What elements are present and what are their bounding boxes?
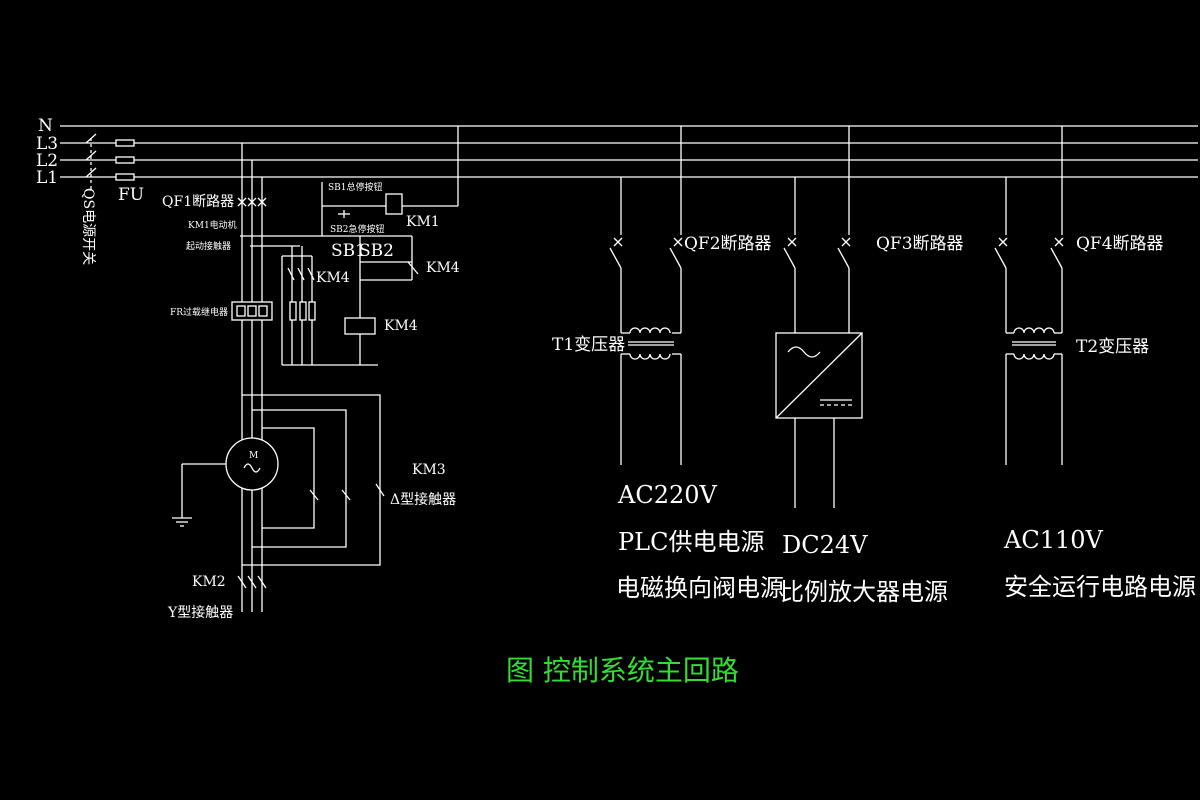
fr-overload-relay-symbol: [231, 301, 316, 321]
qf2-label: QF2断路器: [684, 234, 772, 254]
start-contactor-label: 起动接触器: [186, 240, 231, 252]
label-l1: L1: [36, 168, 58, 188]
safety-circuit-supply-label: 安全运行电路电源: [1004, 573, 1196, 601]
t2-label: T2变压器: [1076, 337, 1149, 357]
wye-contactor-label: Y型接触器: [167, 604, 233, 621]
delta-star-wiring: [242, 394, 385, 566]
fu-fuse-symbols: [115, 139, 135, 181]
bus-lines: [60, 125, 1198, 178]
label-l3: L3: [36, 134, 58, 154]
label-l2: L2: [36, 151, 58, 171]
km4-contact-label: KM4: [316, 270, 350, 286]
sb2-stop-label: SB2急停按钮: [330, 223, 385, 235]
qf4-t2-branch: [994, 126, 1064, 465]
qf1-label: QF1断路器: [162, 194, 234, 210]
qf3-label: QF3断路器: [876, 234, 964, 254]
stop-button-branch: [321, 126, 459, 236]
km2-contact-symbol: [237, 575, 267, 589]
km3-label: KM3: [412, 462, 446, 478]
qs-label: QS电源开关: [80, 188, 96, 265]
qf3-converter-branch: [775, 126, 863, 508]
km1-label: KM1: [406, 214, 440, 230]
qs-switch-symbol: [85, 133, 97, 190]
motor-feed-wires: [241, 143, 263, 612]
valve-supply-label: 电磁换向阀电源: [616, 574, 784, 602]
plc-supply-label: PLC供电电源: [618, 528, 764, 556]
amplifier-supply-label: 比例放大器电源: [780, 578, 948, 606]
motor-m-label: M: [249, 451, 258, 461]
sb2-label: SB2: [359, 241, 394, 261]
delta-contactor-label: Δ型接触器: [390, 491, 456, 508]
qf1-breaker-symbol: [237, 197, 267, 207]
dc24v-label: DC24V: [782, 531, 868, 559]
ac110v-label: AC110V: [1003, 526, 1104, 554]
km4-aux-label: KM4: [426, 260, 460, 276]
qf2-t1-branch: [609, 126, 683, 465]
t1-label: T1变压器: [552, 335, 625, 355]
fr-label: FR过载继电器: [170, 306, 228, 318]
motor-symbol: [172, 437, 279, 527]
label-n: N: [38, 116, 53, 136]
ac220v-label: AC220V: [617, 481, 718, 509]
start-button-branch: [330, 235, 419, 365]
fu-label: FU: [118, 185, 144, 205]
qf4-label: QF4断路器: [1076, 234, 1164, 254]
km4-contact-symbol: [287, 267, 315, 281]
figure-caption: 图 控制系统主回路: [506, 654, 739, 687]
km4-coil-label: KM4: [384, 318, 418, 334]
sb1-stop-label: SB1总停按钮: [328, 181, 383, 193]
sb1-label: SB1: [331, 241, 366, 261]
km2-label: KM2: [192, 574, 226, 590]
km1-motor-label: KM1电动机: [188, 219, 237, 231]
